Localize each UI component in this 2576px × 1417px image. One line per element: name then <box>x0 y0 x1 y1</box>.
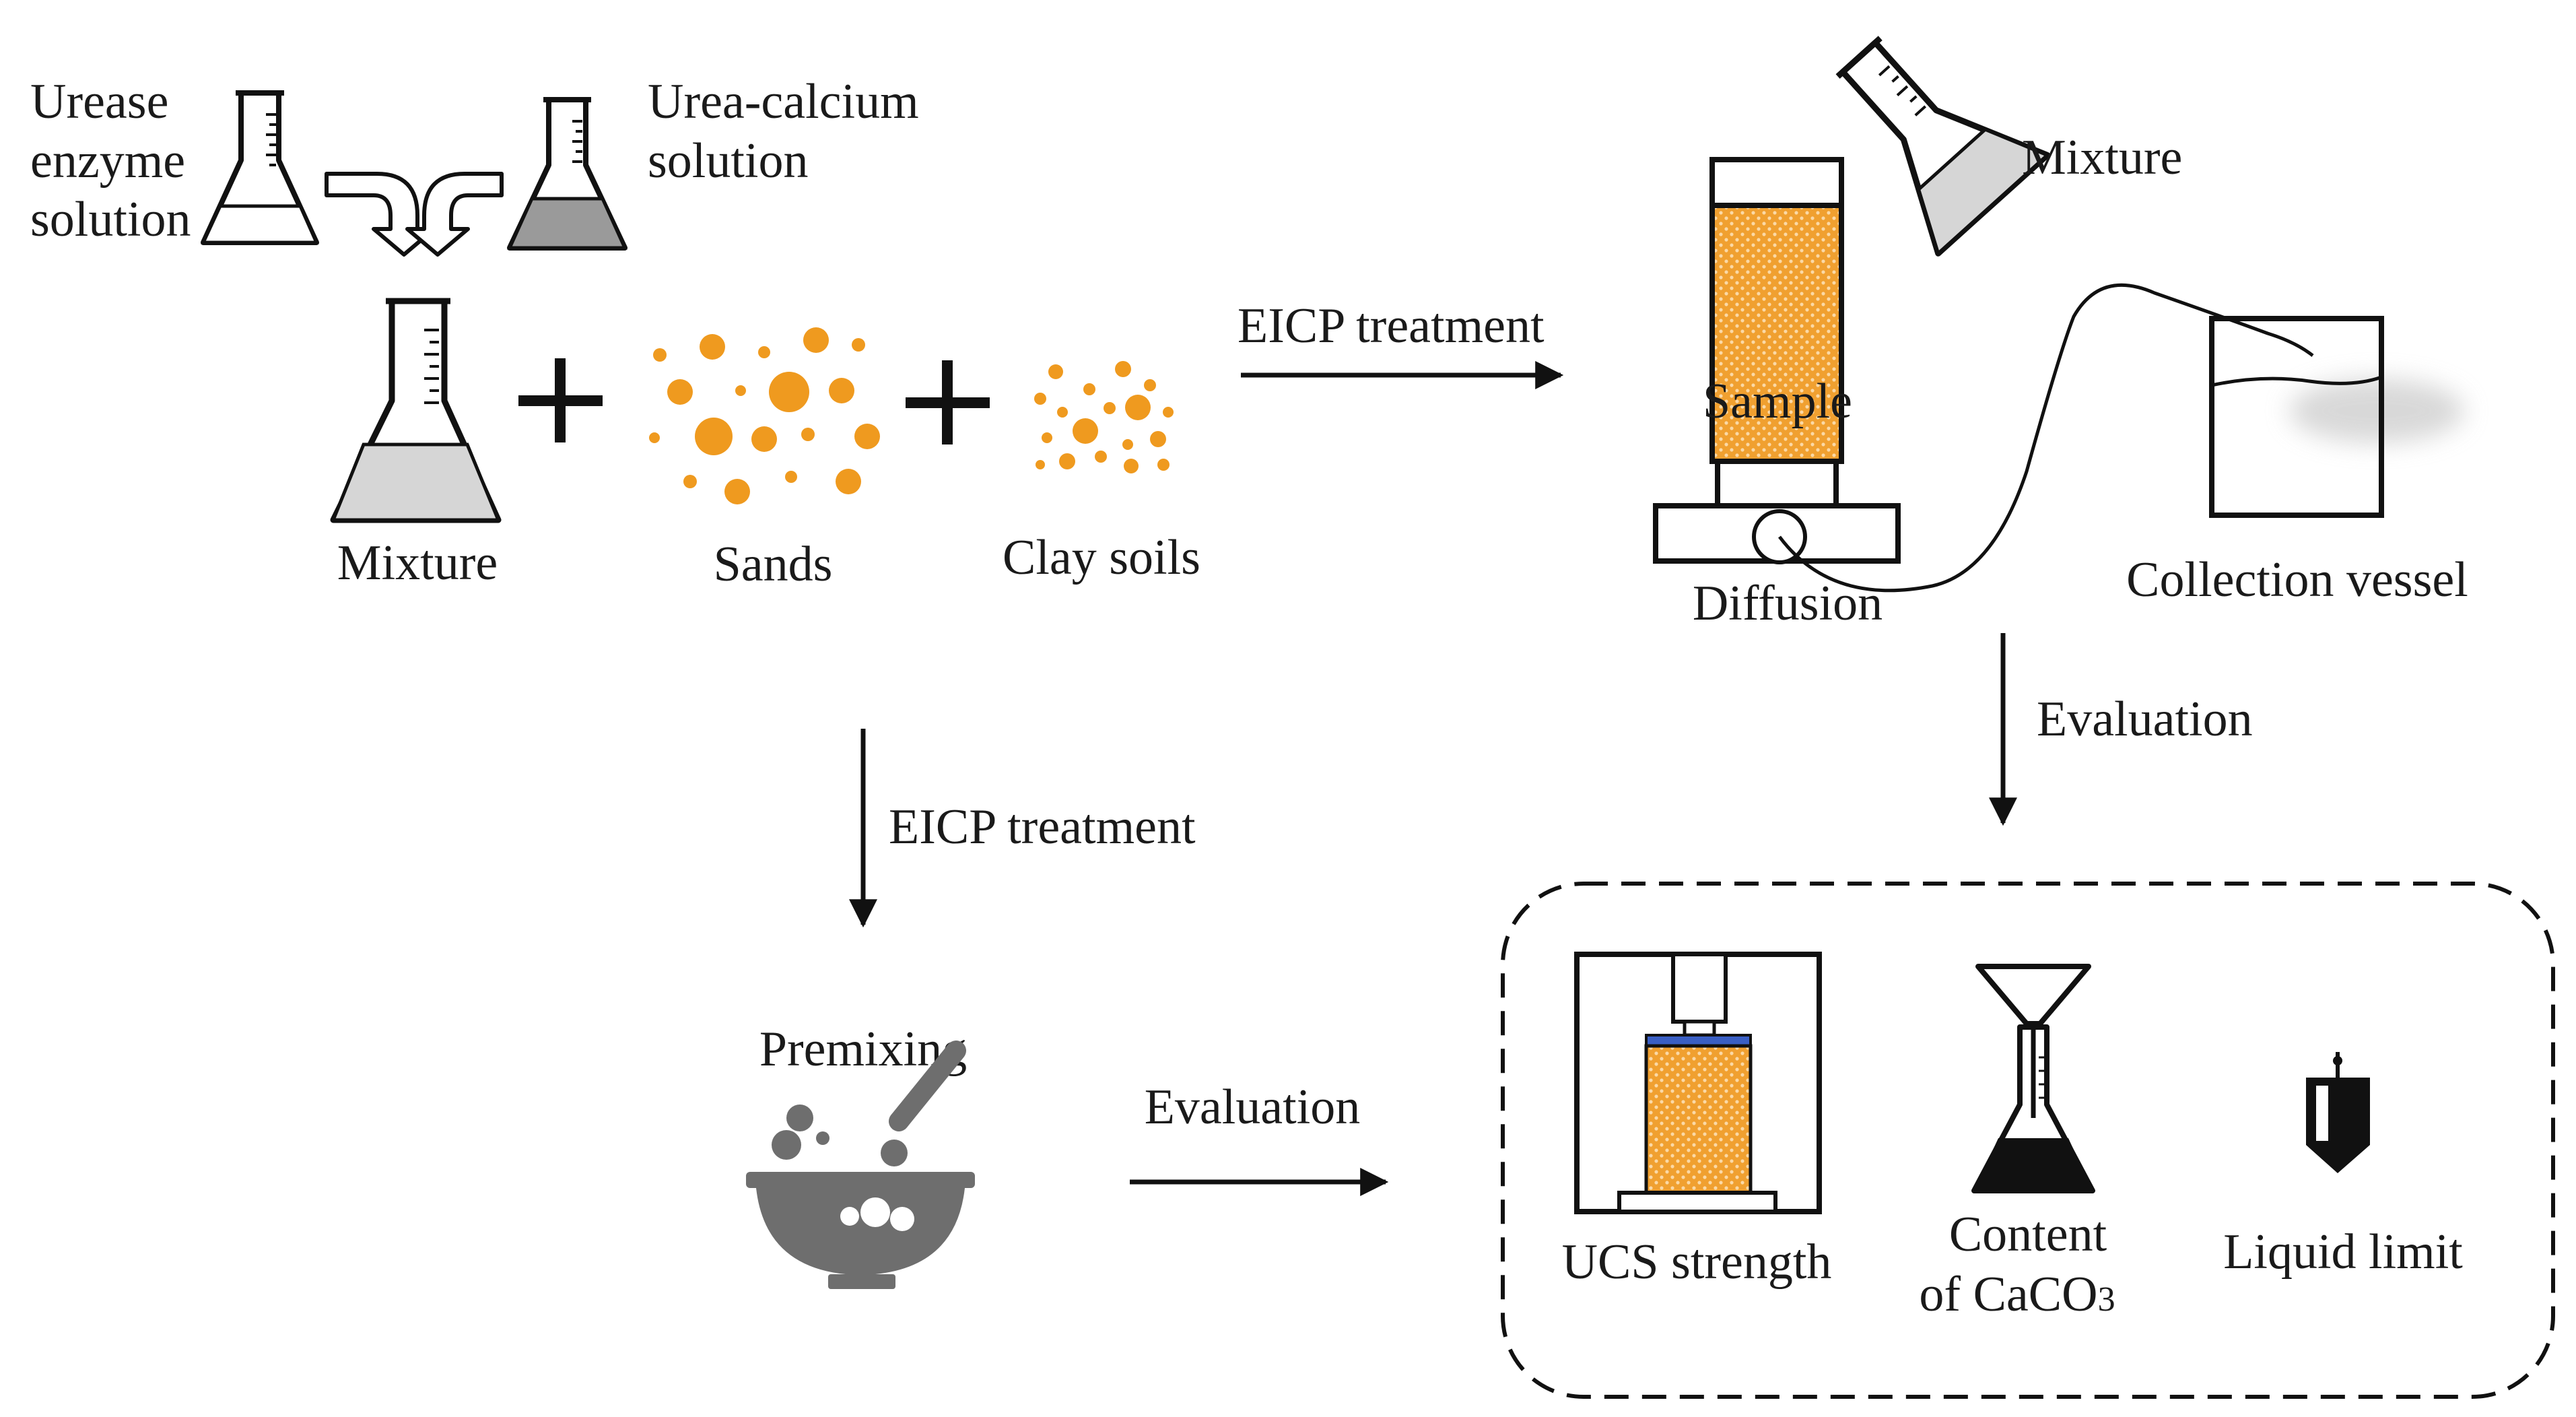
funnel-flask-icon <box>1971 964 2095 1193</box>
evaluation-box <box>1501 882 2555 1399</box>
collection-vessel-icon <box>2209 316 2464 518</box>
compression-press-icon <box>1574 952 1822 1214</box>
diffusion-label: Diffusion <box>1693 576 1883 631</box>
urease-label-line3: solution <box>30 192 191 247</box>
urease-label-line1: Urease <box>30 74 168 129</box>
urea-calcium-label-line2: solution <box>648 133 808 189</box>
clay-soils-label: Clay soils <box>1003 530 1200 585</box>
sample-column <box>1653 157 1901 564</box>
pouring-flask-icon <box>1835 36 2051 257</box>
mixture-label: Mixture <box>337 535 498 591</box>
evaluation-bottom-label: Evaluation <box>1145 1080 1361 1135</box>
mixture-pour-label: Mixture <box>2022 130 2182 185</box>
urea-calcium-label-line1: Urea-calcium <box>648 74 919 129</box>
plus-icon <box>518 358 603 442</box>
pour-arrows-icon <box>325 172 504 257</box>
sample-label: Sample <box>1703 374 1852 429</box>
plus-icon <box>906 360 990 444</box>
eicp-treatment-top-label: EICP treatment <box>1238 298 1545 354</box>
mixture-flask-icon <box>330 298 502 523</box>
clay-soils-icon <box>1034 361 1174 473</box>
content-caco3-label-line1: Content <box>1949 1207 2107 1262</box>
content-caco3-subscript: 3 <box>2098 1280 2115 1319</box>
content-caco3-text: of CaCO <box>1919 1267 2097 1322</box>
urease-label-line2: enzyme <box>30 133 185 189</box>
mixing-bowl-icon <box>746 1041 975 1289</box>
liquid-limit-label: Liquid limit <box>2223 1224 2463 1280</box>
urea-calcium-flask-icon <box>507 97 628 251</box>
cone-penetrometer-icon <box>2306 1052 2370 1173</box>
drain-tube <box>1777 283 2314 593</box>
collection-vessel-label: Collection vessel <box>2126 552 2468 607</box>
urease-flask-icon <box>201 90 319 245</box>
eicp-treatment-left-label: EICP treatment <box>889 799 1196 855</box>
evaluation-right-label: Evaluation <box>2037 692 2253 747</box>
sands-icon <box>649 327 880 504</box>
ucs-strength-label: UCS strength <box>1562 1234 1832 1290</box>
content-caco3-label-line2: of CaCO3 <box>1919 1267 2115 1322</box>
sands-label: Sands <box>714 537 833 592</box>
